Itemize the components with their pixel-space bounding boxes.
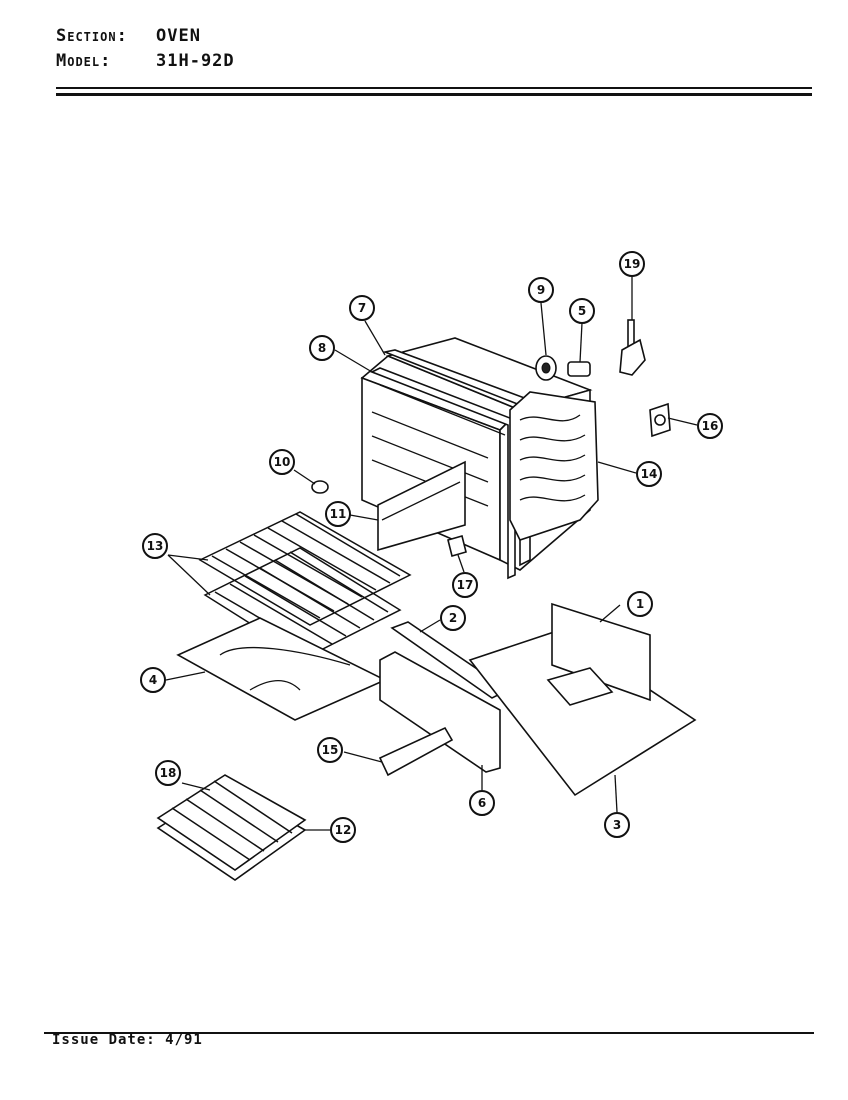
oven-base-pan	[468, 602, 697, 797]
callout-15: 15	[317, 737, 343, 763]
issue-date: Issue Date: 4/91	[52, 1032, 203, 1048]
callout-16: 16	[697, 413, 723, 439]
svg-text:2: 2	[449, 611, 457, 625]
footer-rule	[44, 1032, 814, 1034]
svg-text:19: 19	[624, 257, 641, 271]
svg-text:1: 1	[636, 597, 644, 611]
callout-4: 4	[140, 667, 166, 693]
thermostat-part	[619, 319, 646, 376]
callout-13: 13	[142, 533, 168, 559]
callout-11: 11	[325, 501, 351, 527]
callout-10: 10	[269, 449, 295, 475]
callout-14: 14	[636, 461, 662, 487]
callout-8: 8	[309, 335, 335, 361]
callout-2: 2	[440, 605, 466, 631]
clip-part	[447, 535, 467, 557]
svg-text:18: 18	[160, 766, 177, 780]
bracket-part	[649, 402, 671, 438]
svg-text:12: 12	[335, 823, 352, 837]
svg-text:8: 8	[318, 341, 326, 355]
baffle-part	[377, 460, 466, 552]
valve-part	[567, 361, 591, 377]
svg-text:17: 17	[457, 578, 474, 592]
callout-7: 7	[349, 295, 375, 321]
header-rule-top	[56, 87, 812, 89]
svg-text:15: 15	[322, 743, 339, 757]
light-socket-part	[311, 480, 329, 494]
svg-text:6: 6	[478, 796, 486, 810]
model-value: 31H-92D	[156, 51, 235, 71]
broiler-pan	[156, 774, 307, 881]
callout-17: 17	[452, 572, 478, 598]
svg-text:14: 14	[641, 467, 658, 481]
svg-text:3: 3	[613, 818, 621, 832]
svg-text:10: 10	[274, 455, 291, 469]
svg-text:16: 16	[702, 419, 719, 433]
callout-5: 5	[569, 298, 595, 324]
callout-6: 6	[469, 790, 495, 816]
side-rails	[378, 621, 510, 777]
svg-text:5: 5	[578, 304, 586, 318]
igniter-part	[535, 355, 557, 381]
svg-text:7: 7	[358, 301, 366, 315]
section-header: Section: OVEN	[56, 26, 201, 46]
callout-3: 3	[604, 812, 630, 838]
section-value: OVEN	[156, 26, 201, 46]
section-label: Section:	[56, 26, 128, 46]
svg-text:11: 11	[330, 507, 347, 521]
callout-1: 1	[627, 591, 653, 617]
svg-text:4: 4	[149, 673, 157, 687]
svg-text:9: 9	[537, 283, 545, 297]
svg-text:13: 13	[147, 539, 164, 553]
callout-9: 9	[528, 277, 554, 303]
oven-burner-assembly	[509, 391, 599, 541]
callout-18: 18	[155, 760, 181, 786]
header-rule-bottom	[56, 93, 812, 96]
model-label: Model:	[56, 51, 112, 71]
model-header: Model: 31H-92D	[56, 51, 235, 71]
leader-lines	[165, 277, 698, 831]
callout-19: 19	[619, 251, 645, 277]
callout-12: 12	[330, 817, 356, 843]
